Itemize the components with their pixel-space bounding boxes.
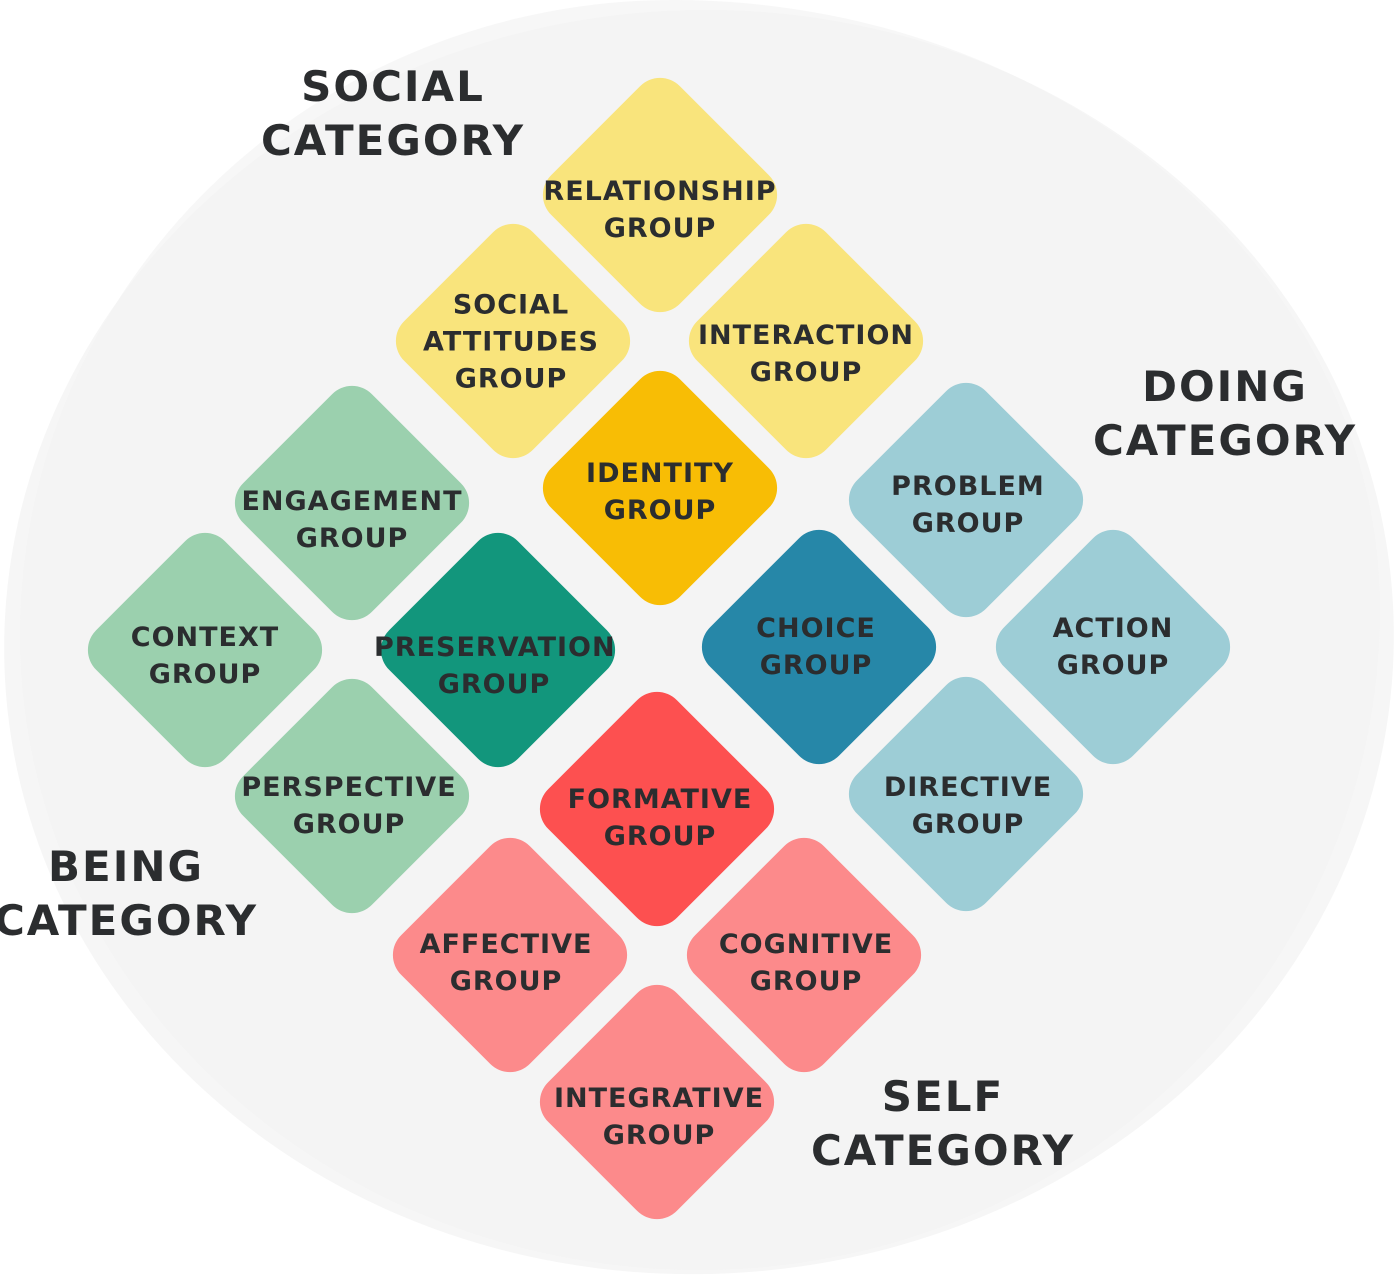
directive-group-label: DIRECTIVE GROUP: [883, 772, 1053, 840]
preservation-group-label: PRESERVATION GROUP: [374, 632, 616, 700]
social-attitudes-group-label: SOCIAL ATTITUDES GROUP: [423, 289, 599, 395]
context-group-label: CONTEXT GROUP: [130, 622, 280, 690]
interaction-group-label: INTERACTION GROUP: [697, 320, 915, 388]
formative-group-label: FORMATIVE GROUP: [567, 784, 753, 852]
choice-group-label: CHOICE GROUP: [756, 613, 876, 681]
cognitive-group-label: COGNITIVE GROUP: [718, 929, 894, 997]
problem-group-label: PROBLEM GROUP: [891, 471, 1045, 539]
engagement-group-label: ENGAGEMENT GROUP: [241, 486, 463, 554]
perspective-group-label: PERSPECTIVE GROUP: [241, 772, 457, 840]
social-category-label: SOCIAL CATEGORY: [260, 62, 526, 165]
self-category-label: SELF CATEGORY: [810, 1072, 1076, 1175]
identity-group-label: IDENTITY GROUP: [586, 458, 734, 526]
action-group-label: ACTION GROUP: [1052, 613, 1174, 681]
doing-category-label: DOING CATEGORY: [1092, 362, 1358, 465]
being-category-label: BEING CATEGORY: [0, 842, 259, 945]
affective-group-label: AFFECTIVE GROUP: [419, 929, 593, 997]
integrative-group-label: INTEGRATIVE GROUP: [553, 1083, 765, 1151]
relationship-group-label: RELATIONSHIP GROUP: [543, 176, 777, 244]
